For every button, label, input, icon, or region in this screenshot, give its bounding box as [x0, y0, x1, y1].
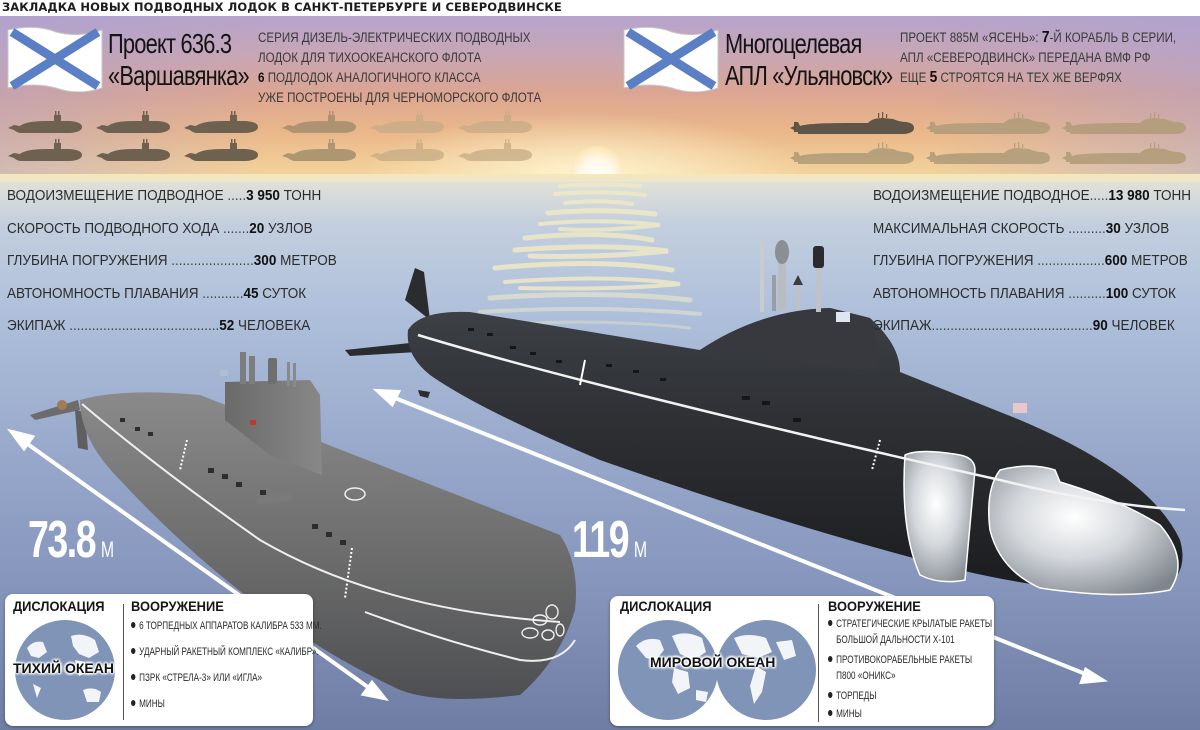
spec-row: ЭКИПАЖ..................................… — [873, 317, 1175, 334]
globe-icon — [15, 620, 115, 720]
armament-item: УДАРНЫЙ РАКЕТНЫЙ КОМПЛЕКС «КАЛИБР». — [131, 646, 322, 672]
armament-item: МИНЫ — [828, 708, 992, 724]
right-specs-list: ВОДОИЗМЕЩЕНИЕ ПОДВОДНОЕ.....13 980 ТОНН … — [873, 180, 1200, 343]
armament-title: ВООРУЖЕНИЕ — [131, 598, 224, 614]
st-andrews-flag-icon — [6, 26, 104, 93]
spec-row: ВОДОИЗМЕЩЕНИЕ ПОДВОДНОЕ.....13 980 ТОНН — [873, 187, 1192, 204]
armament-item: 6 ТОРПЕДНЫХ АППАРАТОВ КАЛИБРА 533 ММ. — [131, 620, 322, 646]
spec-row: ЭКИПАЖ .................................… — [7, 317, 311, 334]
spec-row: АВТОНОМНОСТЬ ПЛАВАНИЯ ...........45 СУТО… — [7, 284, 307, 302]
world-map-icon — [618, 620, 816, 720]
armament-item: МИНЫ — [131, 698, 322, 724]
armament-item: СТРАТЕГИЧЕСКИЕ КРЫЛАТЫЕ РАКЕТЫ — [828, 618, 992, 634]
yasen-submarine — [345, 238, 1186, 596]
sunset-sky — [0, 16, 1200, 176]
armament-list: СТРАТЕГИЧЕСКИЕ КРЫЛАТЫЕ РАКЕТЫ БОЛЬШОЙ Д… — [828, 618, 1050, 724]
left-fleet-silhouettes — [8, 111, 532, 161]
armament-title: ВООРУЖЕНИЕ — [828, 598, 921, 614]
left-specs-list: ВОДОИЗМЕЩЕНИЕ ПОДВОДНОЕ .....3 950 ТОНН … — [7, 180, 373, 343]
dislocation-title: ДИСЛОКАЦИЯ — [620, 598, 712, 614]
spec-row: СКОРОСТЬ ПОДВОДНОГО ХОДА .......20 УЗЛОВ — [7, 219, 313, 237]
dislocation-title: ДИСЛОКАЦИЯ — [13, 598, 105, 614]
spec-row: ГЛУБИНА ПОГРУЖЕНИЯ .....................… — [7, 252, 337, 269]
armament-item-continued: БОЛЬШОЙ ДАЛЬНОСТИ Х-101 — [836, 634, 955, 646]
dislocation-label: ТИХИЙ ОКЕАН — [13, 660, 114, 676]
left-project-title: Проект 636.3 «Варшавянка» — [108, 28, 250, 91]
armament-item: ТОРПЕДЫ — [828, 690, 992, 708]
right-project-title: Многоцелевая АПЛ «Ульяновск» — [725, 28, 893, 91]
right-project-description: ПРОЕКТ 885М «ЯСЕНЬ»: 7-Й КОРАБЛЬ В СЕРИИ… — [900, 29, 1177, 86]
varshavyanka-submarine — [30, 352, 576, 699]
dislocation-label: МИРОВОЙ ОКЕАН — [650, 654, 776, 670]
armament-item: ПРОТИВОКОРАБЕЛЬНЫЕ РАКЕТЫ — [828, 654, 992, 670]
horizon-line — [0, 174, 1200, 182]
left-project-description: СЕРИЯ ДИЗЕЛЬ-ЭЛЕКТРИЧЕСКИХ ПОДВОДНЫХ ЛОД… — [258, 30, 542, 105]
armament-item: ПЗРК «СТРЕЛА-3» ИЛИ «ИГЛА» — [131, 672, 322, 698]
spec-row: ВОДОИЗМЕЩЕНИЕ ПОДВОДНОЕ .....3 950 ТОНН — [7, 187, 322, 204]
st-andrews-flag-icon — [622, 26, 720, 93]
spec-row: АВТОНОМНОСТЬ ПЛАВАНИЯ ..........100 СУТО… — [873, 284, 1176, 302]
armament-list: 6 ТОРПЕДНЫХ АППАРАТОВ КАЛИБРА 533 ММ. УД… — [131, 620, 389, 724]
spec-row: МАКСИМАЛЬНАЯ СКОРОСТЬ ..........30 УЗЛОВ — [873, 219, 1170, 237]
headline: ЗАКЛАДКА НОВЫХ ПОДВОДНЫХ ЛОДОК В САНКТ-П… — [0, 0, 1200, 16]
spec-row: ГЛУБИНА ПОГРУЖЕНИЯ ..................600… — [873, 252, 1188, 269]
right-info-card: ДИСЛОКАЦИЯ МИРОВОЙ ОКЕАН ВООРУЖЕНИЕ СТРА… — [610, 596, 994, 726]
left-info-card: ДИСЛОКАЦИЯ ТИХИЙ ОКЕАН ВООРУЖЕНИЕ 6 ТОРП… — [5, 594, 322, 726]
card-divider — [818, 604, 819, 722]
right-fleet-silhouettes — [790, 112, 1186, 164]
card-divider — [123, 604, 124, 720]
armament-item-continued: П800 «ОНИКС» — [836, 670, 896, 682]
